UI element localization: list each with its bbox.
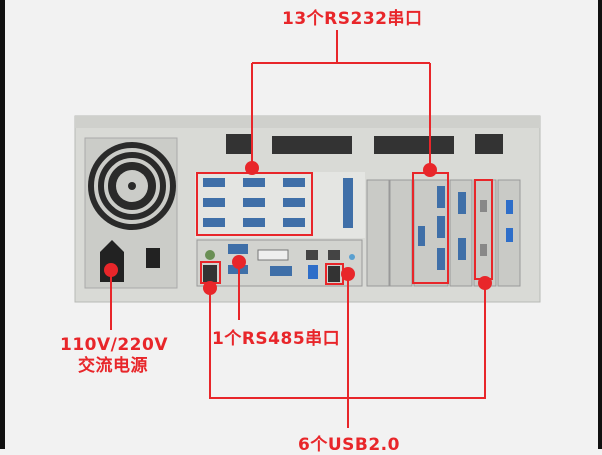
fan-grille-icon bbox=[88, 142, 176, 230]
db9-ports bbox=[203, 178, 305, 227]
slot-serial-ports bbox=[418, 186, 513, 270]
left-border bbox=[0, 0, 5, 449]
slot-usb-ports bbox=[480, 200, 487, 256]
chassis-top-lip bbox=[75, 116, 540, 128]
label-rs485: 1个RS485串口 bbox=[212, 329, 341, 349]
power-switch-icon bbox=[146, 248, 160, 268]
label-power: 110V/220V 交流电源 bbox=[60, 335, 168, 377]
right-border bbox=[598, 0, 602, 449]
label-usb: 6个USB2.0 bbox=[298, 435, 400, 455]
label-power-voltage: 110V/220V bbox=[60, 335, 168, 355]
annotation-dots bbox=[104, 161, 492, 295]
annotation-lines bbox=[110, 30, 493, 428]
label-rs232: 13个RS232串口 bbox=[282, 9, 423, 29]
label-power-type: 交流电源 bbox=[78, 356, 148, 376]
parallel-port bbox=[343, 178, 353, 228]
vent-slots bbox=[226, 134, 503, 154]
